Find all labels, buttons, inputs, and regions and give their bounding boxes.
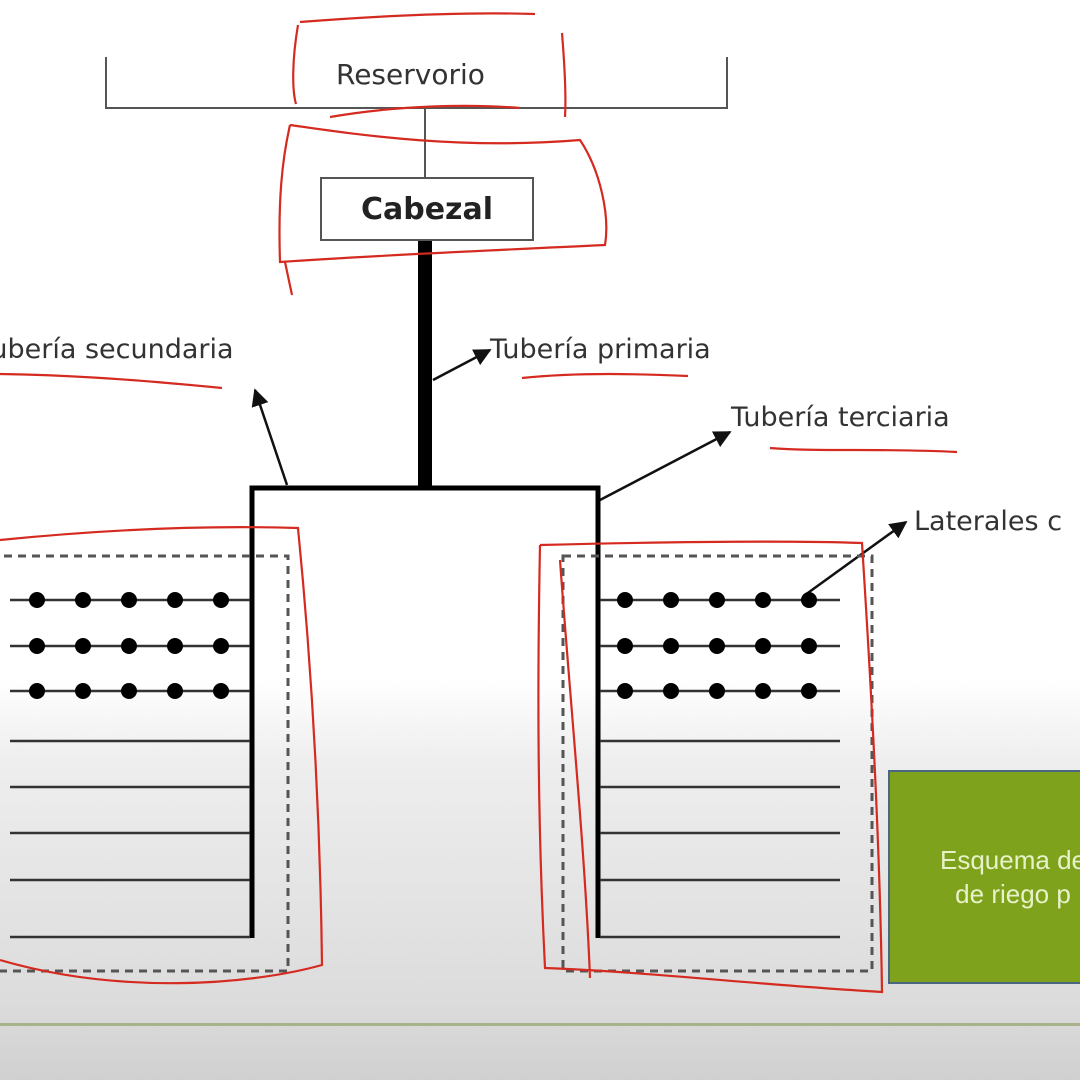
head-box: Cabezal: [320, 177, 534, 241]
emitter-dot: [213, 683, 229, 699]
emitter-dot: [29, 592, 45, 608]
secondary-arrow: [251, 388, 289, 486]
emitter-dot: [755, 638, 771, 654]
emitter-dot: [617, 638, 633, 654]
emitter-dot: [213, 592, 229, 608]
emitter-dot: [617, 592, 633, 608]
tertiary-arrow: [599, 430, 732, 502]
emitter-dot: [755, 592, 771, 608]
emitter-dot: [801, 638, 817, 654]
emitter-dot: [213, 638, 229, 654]
head-label: Cabezal: [360, 191, 494, 227]
emitter-dot: [167, 683, 183, 699]
caption-line-2: de riego p: [955, 879, 1071, 909]
emitter-dot: [709, 638, 725, 654]
emitter-dot: [801, 683, 817, 699]
secondary-pipe-label: Tubería secundaria: [0, 334, 234, 365]
emitter-dot: [801, 592, 817, 608]
tertiary-pipe-label: Tubería terciaria: [731, 402, 950, 433]
caption-box: Esquema de de riego p: [888, 770, 1080, 984]
emitter-dot: [75, 683, 91, 699]
emitter-dot: [29, 683, 45, 699]
emitter-dot: [75, 592, 91, 608]
emitter-dot: [663, 683, 679, 699]
laterals-arrow: [804, 520, 908, 597]
emitter-dot: [75, 638, 91, 654]
red-annotations: [0, 12, 958, 994]
emitter-dot: [709, 592, 725, 608]
emitter-dot: [167, 592, 183, 608]
emitter-dot: [709, 683, 725, 699]
emitter-dot: [663, 638, 679, 654]
emitter-dot: [29, 638, 45, 654]
slide-footer-line: [0, 1023, 1080, 1026]
emitter-dot: [121, 592, 137, 608]
left-laterals: [10, 592, 250, 939]
reservoir-label: Reservorio: [336, 58, 485, 91]
emitter-dot: [121, 683, 137, 699]
secondary-pipe: [249, 485, 601, 938]
caption-line-1: Esquema de: [940, 845, 1080, 875]
emitter-dot: [755, 683, 771, 699]
emitter-dot: [663, 592, 679, 608]
laterals-label: Laterales c: [914, 506, 1063, 537]
primary-arrow: [432, 348, 492, 382]
emitter-dot: [617, 683, 633, 699]
emitter-dot: [121, 638, 137, 654]
right-zone-dashed: [561, 554, 874, 973]
primary-pipe-label: Tubería primaria: [490, 334, 711, 365]
left-zone-dashed: [0, 554, 290, 973]
right-laterals: [600, 592, 840, 939]
emitter-dot: [167, 638, 183, 654]
